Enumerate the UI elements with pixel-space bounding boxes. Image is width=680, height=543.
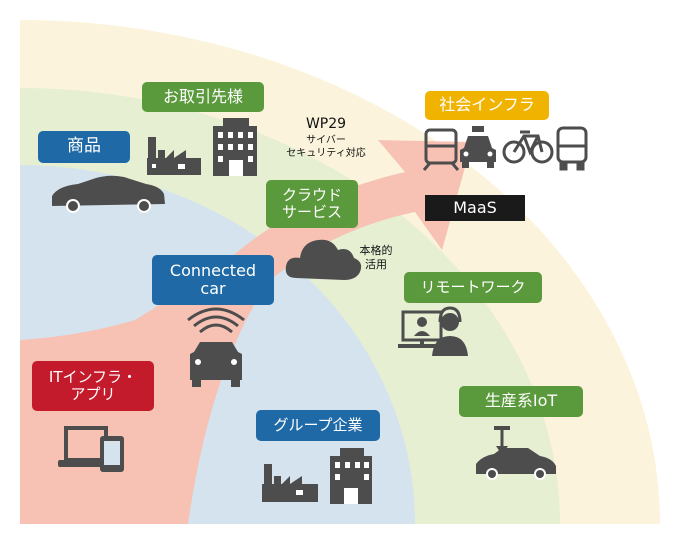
automated-car-line-icon [476, 426, 556, 480]
office-building-icon [213, 118, 257, 176]
label-group-companies: グループ企業 [256, 410, 380, 441]
label-production-iot: 生産系IoT [459, 386, 583, 417]
remote-worker-icon [398, 306, 468, 356]
label-it-infra: ITインフラ・ アプリ [32, 361, 154, 411]
taxi-icon [460, 126, 496, 168]
label-connected-car: Connected car [152, 255, 274, 305]
label-social-infra: 社会インフラ [425, 91, 549, 120]
factory-icon [262, 464, 318, 502]
bicycle-icon [502, 130, 554, 164]
bus-icon [556, 126, 588, 171]
note-wp29: WP29 [305, 116, 347, 132]
factory-icon [147, 137, 201, 175]
growth-arrow [20, 140, 472, 524]
note-cyber-security: サイバー セキュリティ対応 [286, 135, 366, 159]
devices-icon [58, 426, 124, 472]
cloud-icon [285, 239, 362, 280]
note-full-scale-use: 本格的 活用 [359, 244, 393, 271]
connected-car-icon [187, 307, 245, 387]
label-maas: MaaS [425, 195, 525, 221]
train-icon [422, 128, 460, 171]
label-remote-work: リモートワーク [404, 272, 542, 303]
label-cloud-service: クラウド サービス [266, 180, 358, 228]
car-icon [52, 175, 165, 213]
label-products: 商品 [38, 131, 130, 163]
label-business-partners: お取引先様 [142, 82, 264, 112]
office-building-icon [330, 448, 372, 504]
